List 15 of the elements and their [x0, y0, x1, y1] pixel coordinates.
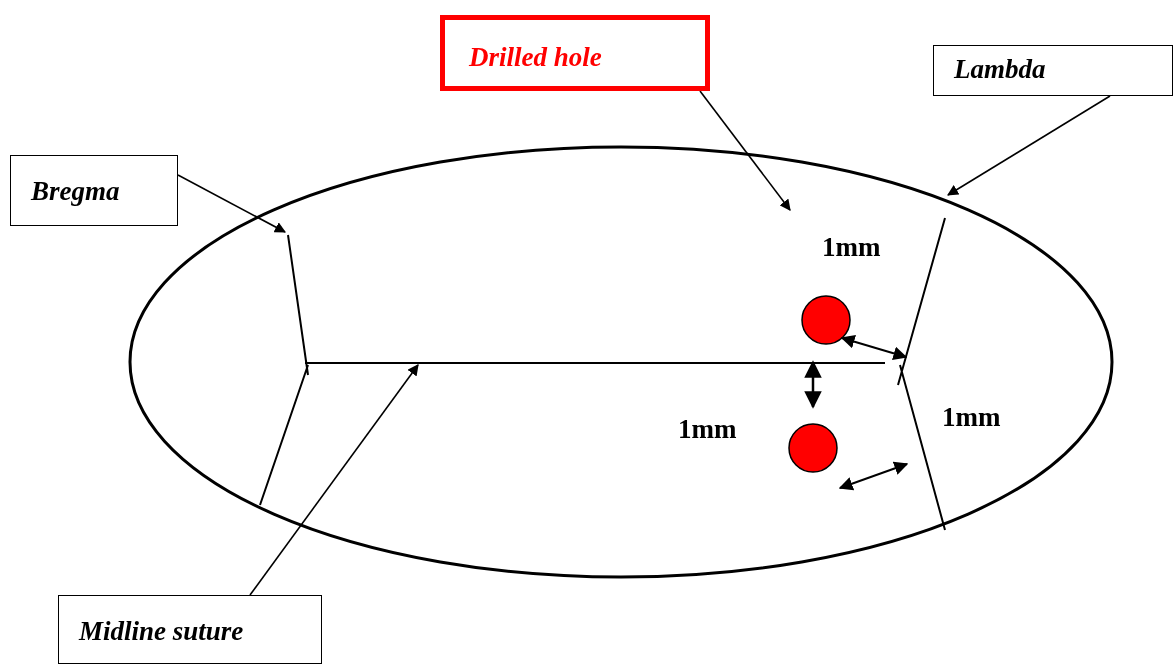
callout-box: [440, 15, 710, 91]
callout-box: [58, 595, 322, 664]
leader-line: [249, 364, 419, 596]
leader-line: [947, 95, 1111, 196]
callout-label: Midline suture: [79, 616, 244, 647]
leader-line: [699, 90, 791, 211]
callout-label: Bregma: [31, 176, 120, 207]
callout-box: [933, 45, 1173, 96]
dimension-label: 1mm: [678, 414, 737, 445]
callout-label: Drilled hole: [469, 42, 602, 73]
dimension-label: 1mm: [822, 232, 881, 263]
dimension-label: 1mm: [942, 402, 1001, 433]
leader-line: [177, 174, 286, 233]
callout-box: [10, 155, 178, 226]
callout-label: Lambda: [954, 54, 1046, 85]
